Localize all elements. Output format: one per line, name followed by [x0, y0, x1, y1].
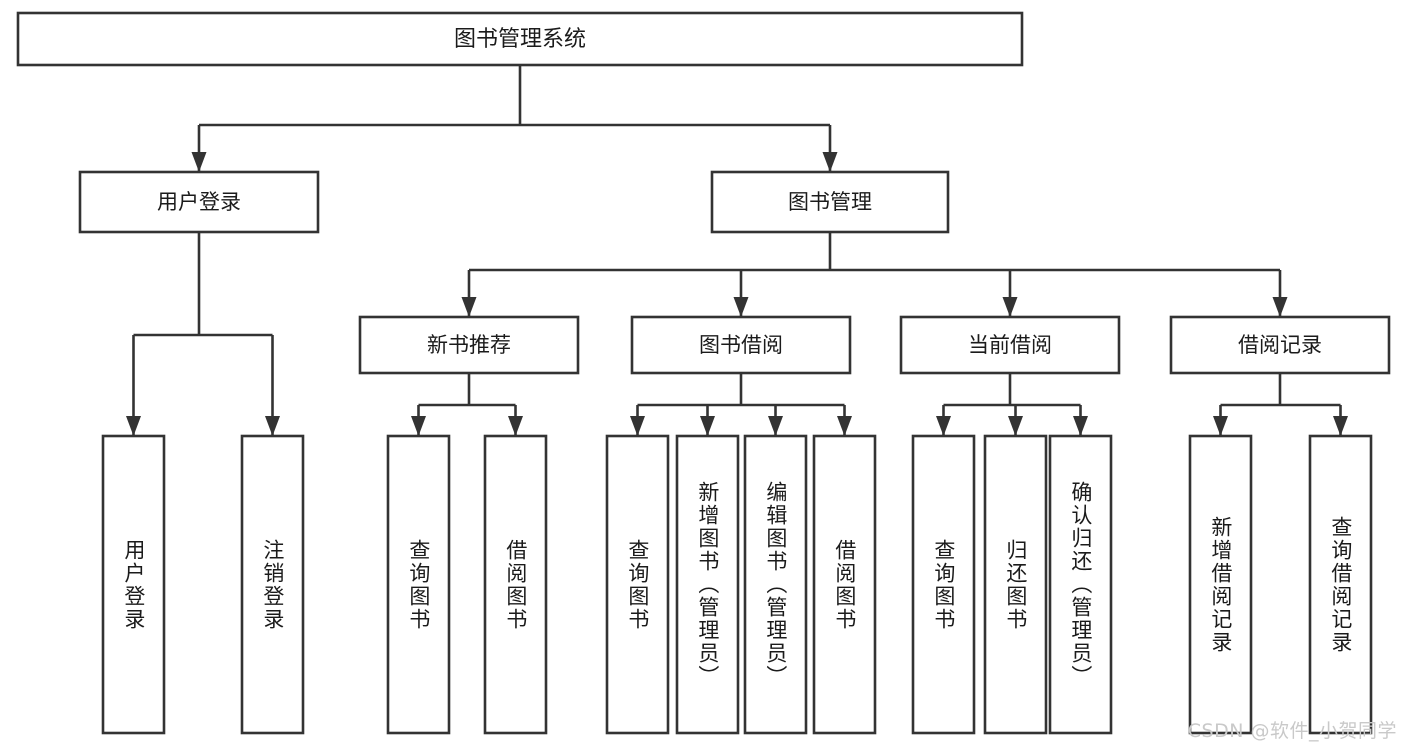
- node-leaf-leaf-query-book-2-box[interactable]: [605, 434, 670, 735]
- arrow-head-user-login: [191, 152, 207, 172]
- node-level3-borrow-record[interactable]: 借阅记录: [1169, 315, 1391, 375]
- node-leaf-leaf-edit-book-box[interactable]: [743, 434, 808, 735]
- node-level3-current-borrow-box[interactable]: [899, 315, 1121, 375]
- node-level3-book-borrow-box[interactable]: [630, 315, 852, 375]
- arrow-head-leaf-edit-book: [768, 416, 783, 436]
- node-leaf-leaf-user-login[interactable]: [101, 434, 166, 735]
- arrow-head-leaf-query-book-1: [411, 416, 426, 436]
- connectors-layer: [126, 65, 1348, 436]
- node-level2-user-login-box[interactable]: [78, 170, 320, 234]
- arrow-head-leaf-add-borrow-record: [1213, 416, 1228, 436]
- node-leaf-leaf-query-book-1-box[interactable]: [386, 434, 451, 735]
- node-level3-new-book-recommend-label: 新书推荐: [427, 333, 511, 357]
- arrow-head-leaf-confirm-return: [1073, 416, 1088, 436]
- node-leaf-leaf-logout-login[interactable]: [240, 434, 305, 735]
- node-leaf-leaf-return-book-box[interactable]: [983, 434, 1048, 735]
- node-root-root-label: 图书管理系统: [454, 27, 586, 52]
- node-leaf-leaf-add-borrow-record[interactable]: [1188, 434, 1253, 735]
- node-leaf-leaf-add-borrow-record-box[interactable]: [1188, 434, 1253, 735]
- arrow-head-leaf-query-book-2: [630, 416, 645, 436]
- node-level3-book-borrow-label: 图书借阅: [699, 333, 783, 357]
- node-leaf-leaf-user-login-box[interactable]: [101, 434, 166, 735]
- node-level2-book-manage[interactable]: 图书管理: [710, 170, 950, 234]
- arrow-head-leaf-borrow-book-2: [837, 416, 852, 436]
- node-leaf-leaf-query-borrow-record-box[interactable]: [1308, 434, 1373, 735]
- node-level2-user-login-label: 用户登录: [157, 190, 241, 214]
- arrow-head-borrow-record: [1272, 297, 1288, 317]
- node-leaf-leaf-query-book-2[interactable]: [605, 434, 670, 735]
- node-root-root-box[interactable]: [16, 11, 1024, 67]
- node-leaf-leaf-query-book-3-box[interactable]: [911, 434, 976, 735]
- arrow-head-leaf-user-login: [126, 416, 141, 436]
- arrow-head-new-book-recommend: [461, 297, 477, 317]
- node-leaf-leaf-borrow-book-1[interactable]: [483, 434, 548, 735]
- node-level3-book-borrow[interactable]: 图书借阅: [630, 315, 852, 375]
- node-level3-current-borrow[interactable]: 当前借阅: [899, 315, 1121, 375]
- node-leaf-leaf-logout-login-box[interactable]: [240, 434, 305, 735]
- arrow-head-leaf-add-book: [700, 416, 715, 436]
- arrow-head-leaf-return-book: [1008, 416, 1023, 436]
- watermark-text: CSDN @软件_小贺同学: [1187, 720, 1397, 742]
- node-level2-book-manage-box[interactable]: [710, 170, 950, 234]
- node-leaf-leaf-borrow-book-2-box[interactable]: [812, 434, 877, 735]
- node-level3-current-borrow-label: 当前借阅: [968, 333, 1052, 357]
- node-leaf-leaf-add-book[interactable]: [675, 434, 740, 735]
- arrow-head-book-manage: [822, 152, 838, 172]
- node-leaf-leaf-confirm-return-box[interactable]: [1048, 434, 1113, 735]
- arrow-head-leaf-query-borrow-record: [1333, 416, 1348, 436]
- node-level3-new-book-recommend-box[interactable]: [358, 315, 580, 375]
- node-level3-new-book-recommend[interactable]: 新书推荐: [358, 315, 580, 375]
- arrow-head-leaf-logout-login: [265, 416, 280, 436]
- node-level2-book-manage-label: 图书管理: [788, 190, 872, 214]
- node-leaf-leaf-borrow-book-2[interactable]: [812, 434, 877, 735]
- node-leaf-leaf-confirm-return[interactable]: [1048, 434, 1113, 735]
- node-leaf-leaf-query-borrow-record[interactable]: [1308, 434, 1373, 735]
- arrow-head-leaf-borrow-book-1: [508, 416, 523, 436]
- node-level2-user-login[interactable]: 用户登录: [78, 170, 320, 234]
- node-leaf-leaf-query-book-3[interactable]: [911, 434, 976, 735]
- node-leaf-leaf-return-book[interactable]: [983, 434, 1048, 735]
- node-leaf-leaf-borrow-book-1-box[interactable]: [483, 434, 548, 735]
- node-leaf-leaf-add-book-box[interactable]: [675, 434, 740, 735]
- node-leaf-leaf-query-book-1[interactable]: [386, 434, 451, 735]
- arrow-head-current-borrow: [1002, 297, 1018, 317]
- node-root-root[interactable]: 图书管理系统: [16, 11, 1024, 67]
- node-level3-borrow-record-box[interactable]: [1169, 315, 1391, 375]
- node-leaf-leaf-edit-book[interactable]: [743, 434, 808, 735]
- node-level3-borrow-record-label: 借阅记录: [1238, 333, 1322, 357]
- arrow-head-book-borrow: [733, 297, 749, 317]
- arrow-head-leaf-query-book-3: [936, 416, 951, 436]
